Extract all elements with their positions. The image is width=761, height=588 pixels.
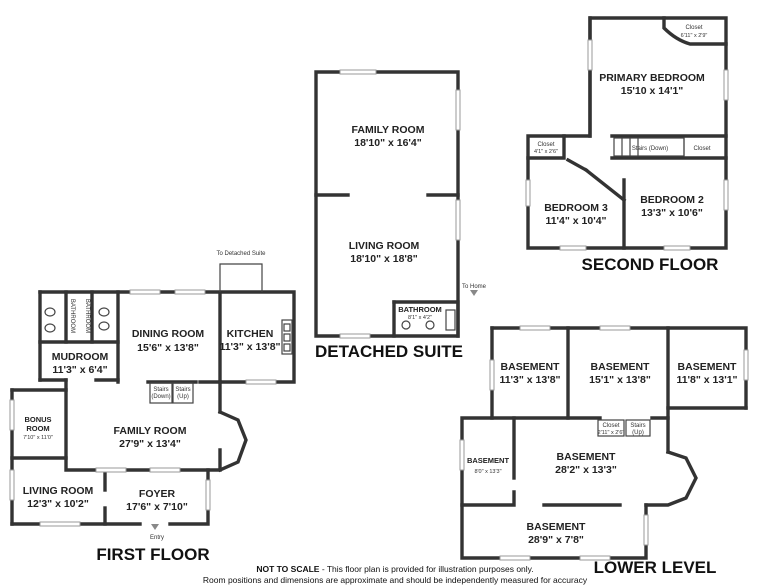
suite-family-room-dims: 18'10" x 16'4" <box>354 137 422 149</box>
first-floor-plan <box>9 263 296 530</box>
detached-suite-title: DETACHED SUITE <box>315 342 463 361</box>
to-suite-marker: To Detached Suite <box>216 251 266 257</box>
first-floor-title: FIRST FLOOR <box>96 545 209 564</box>
family-room-dims: 27'9" x 13'4" <box>119 438 181 450</box>
bedroom-3-dims: 11'4" x 10'4" <box>545 215 606 227</box>
closet-left-label: Closet <box>537 142 554 148</box>
closet-right-label: Closet <box>693 146 710 152</box>
bedroom-2-label: BEDROOM 2 <box>640 194 704 206</box>
suite-living-room-label: LIVING ROOM <box>349 240 420 252</box>
dining-room-dims: 15'6" x 13'8" <box>137 342 199 354</box>
lower-level-title: LOWER LEVEL <box>594 558 717 577</box>
entry-marker: Entry <box>150 535 164 541</box>
second-floor-plan <box>525 16 729 251</box>
basement-4-label: BASEMENT <box>467 456 510 465</box>
closet-left-dims: 4'1" x 2'6" <box>534 149 558 155</box>
living-room-dims: 12'3" x 10'2" <box>27 498 89 510</box>
basement-5-label: BASEMENT <box>557 451 617 463</box>
living-room-label: LIVING ROOM <box>23 485 94 497</box>
basement-3-label: BASEMENT <box>678 361 738 373</box>
suite-bathroom-dims: 8'1" x 4'2" <box>408 315 432 321</box>
basement-6-label: BASEMENT <box>527 521 587 533</box>
to-home-marker: To Home <box>462 284 487 290</box>
primary-bedroom-label: PRIMARY BEDROOM <box>599 72 705 84</box>
family-room-label: FAMILY ROOM <box>114 425 187 437</box>
bonus-room-dims: 7'10" x 11'0" <box>23 435 53 441</box>
bathroom-b-label: BATHROOM <box>84 299 90 333</box>
mudroom-dims: 11'3" x 6'4" <box>52 364 107 376</box>
basement-5-dims: 28'2" x 13'3" <box>555 464 617 476</box>
lower-level-plan <box>459 325 749 561</box>
stairs-down-label: Stairs(Down) <box>151 387 170 400</box>
foyer-dims: 17'6" x 7'10" <box>126 501 188 513</box>
bedroom-2-dims: 13'3" x 10'6" <box>641 207 703 219</box>
closet-top-dims: 6'11" x 2'9" <box>681 33 708 39</box>
basement-2-dims: 15'1" x 13'8" <box>589 374 651 386</box>
basement-6-dims: 28'9" x 7'8" <box>528 534 584 546</box>
suite-living-room-dims: 18'10" x 18'8" <box>350 253 418 265</box>
basement-1-label: BASEMENT <box>501 361 561 373</box>
disclaimer-bold: NOT TO SCALE <box>256 564 320 574</box>
closet-lower-label: Closet <box>602 423 619 429</box>
stairs-up-label: Stairs(Up) <box>175 387 190 400</box>
basement-1-dims: 11'3" x 13'8" <box>499 374 560 386</box>
bedroom-3-label: BEDROOM 3 <box>544 202 608 214</box>
second-floor-title: SECOND FLOOR <box>582 255 719 274</box>
disclaimer-text-1: - This floor plan is provided for illust… <box>319 564 534 574</box>
mudroom-label: MUDROOM <box>52 351 109 363</box>
closet-lower-dims: 2'11" x 2'6" <box>598 430 625 436</box>
suite-family-room-label: FAMILY ROOM <box>352 124 425 136</box>
kitchen-label: KITCHEN <box>227 328 274 340</box>
detached-suite-plan <box>314 69 478 339</box>
primary-bedroom-dims: 15'10 x 14'1" <box>621 85 684 97</box>
disclaimer-line-2: Room positions and dimensions are approx… <box>202 575 588 585</box>
disclaimer-line-1: NOT TO SCALE - This floor plan is provid… <box>150 564 640 574</box>
basement-2-label: BASEMENT <box>591 361 651 373</box>
basement-4-dims: 8'0" x 13'3" <box>474 469 501 475</box>
foyer-label: FOYER <box>139 488 176 500</box>
stairs-down-second-label: Stairs (Down) <box>632 146 668 152</box>
basement-3-dims: 11'8" x 13'1" <box>676 374 737 386</box>
suite-bathroom-label: BATHROOM <box>398 305 442 314</box>
kitchen-dims: 11'3" x 13'8" <box>219 341 280 353</box>
bathroom-a-label: BATHROOM <box>69 299 75 333</box>
dining-room-label: DINING ROOM <box>132 328 205 340</box>
closet-top-label: Closet <box>685 25 702 31</box>
stairs-up-lower-label: Stairs(Up) <box>630 423 645 436</box>
